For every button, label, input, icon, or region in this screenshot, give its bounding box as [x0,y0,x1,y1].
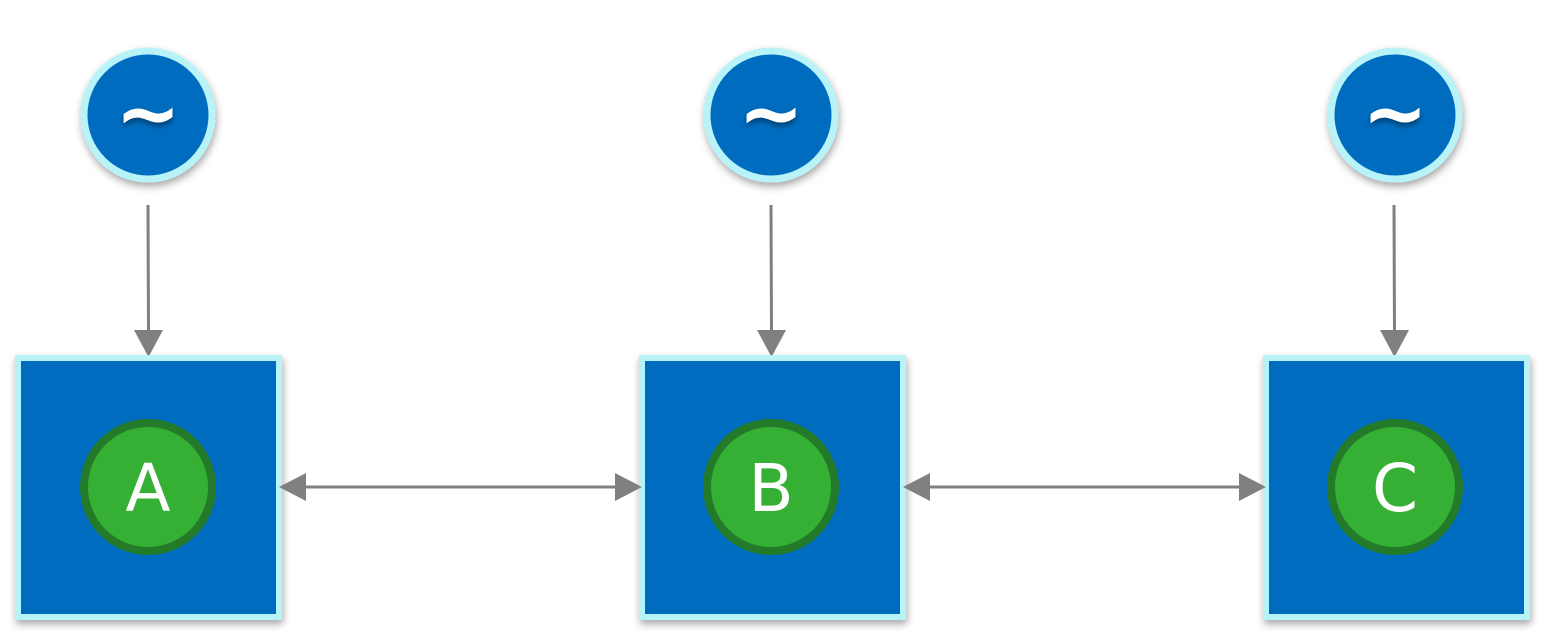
box-c: C [1263,355,1530,620]
node-circle-c [1327,419,1463,555]
node-circle-b [703,419,839,555]
wave-icon [80,47,216,183]
source-node-c: ~ [1327,47,1463,183]
wave-icon [703,47,839,183]
wave-glyph: ~ [1362,69,1427,159]
node-label-a: A [125,450,170,527]
node-label-b: B [748,450,793,527]
wave-glyph: ~ [115,69,180,159]
node-circle-a [80,419,216,555]
source-node-b: ~ [703,47,839,183]
link-a-b [279,473,642,501]
arrow-source-c-to-box-c [1380,204,1409,357]
box-a: A [15,355,282,620]
box-b: B [639,355,906,620]
wave-glyph: ~ [738,69,803,159]
node-label-c: C [1372,450,1418,527]
link-b-c [903,473,1266,501]
wave-icon [1327,47,1463,183]
box-a-frame [15,355,282,620]
source-node-a: ~ [80,47,216,183]
arrow-source-a-to-box-a [134,204,163,357]
arrow-source-b-to-box-b [757,204,786,357]
